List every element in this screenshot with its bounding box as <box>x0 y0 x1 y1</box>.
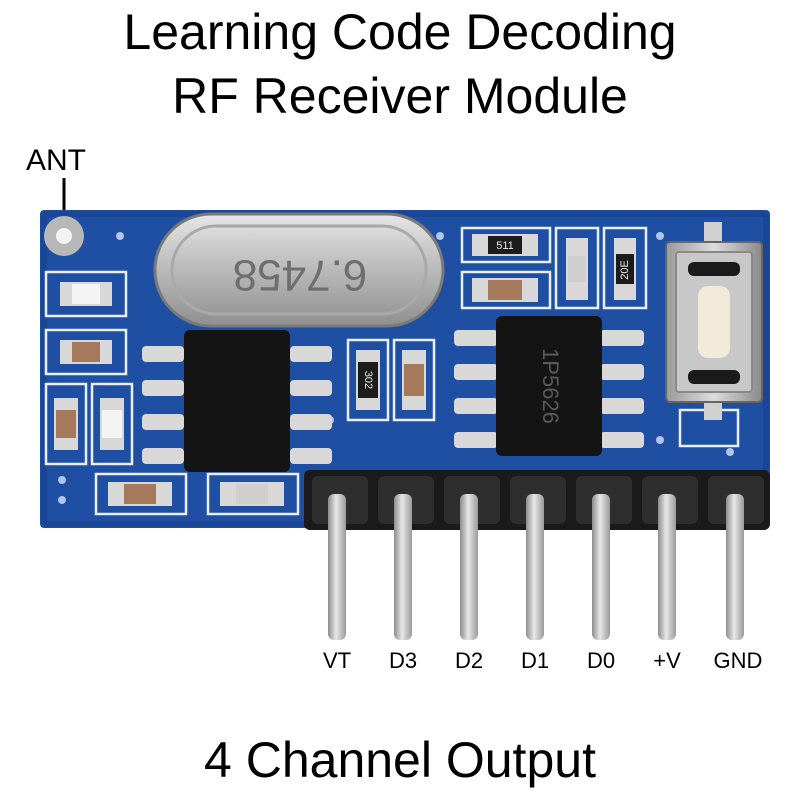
silkscreen <box>44 226 740 516</box>
crystal-marking: 6.7458 <box>233 250 368 299</box>
footer-caption: 4 Channel Output <box>204 732 596 788</box>
pin-label-d0: D0 <box>586 648 616 673</box>
smd-components <box>54 234 636 506</box>
resistor-marking-1: 511 <box>496 240 514 252</box>
crystal-oscillator: 6.7458 <box>153 212 445 328</box>
pin-label-vplus: +V <box>653 648 681 673</box>
resistor-marking-2: 20E <box>619 260 631 280</box>
pin-label-vt: VT <box>322 648 352 673</box>
resistor-marking-3: 302 <box>362 371 374 389</box>
header-pins <box>328 494 744 640</box>
pin-label-d2: D2 <box>454 648 484 673</box>
title-line-2: RF Receiver Module <box>172 68 628 124</box>
right-chip: 1P5626 <box>454 316 644 456</box>
learning-push-button <box>665 222 763 420</box>
pin-label-d1: D1 <box>520 648 550 673</box>
chip-marking: 1P5626 <box>538 348 563 424</box>
pin-label-gnd: GND <box>713 648 763 673</box>
left-chip <box>142 330 332 472</box>
title-line-1: Learning Code Decoding <box>123 4 677 60</box>
antenna-label: ANT <box>26 144 86 177</box>
pin-label-d3: D3 <box>388 648 418 673</box>
